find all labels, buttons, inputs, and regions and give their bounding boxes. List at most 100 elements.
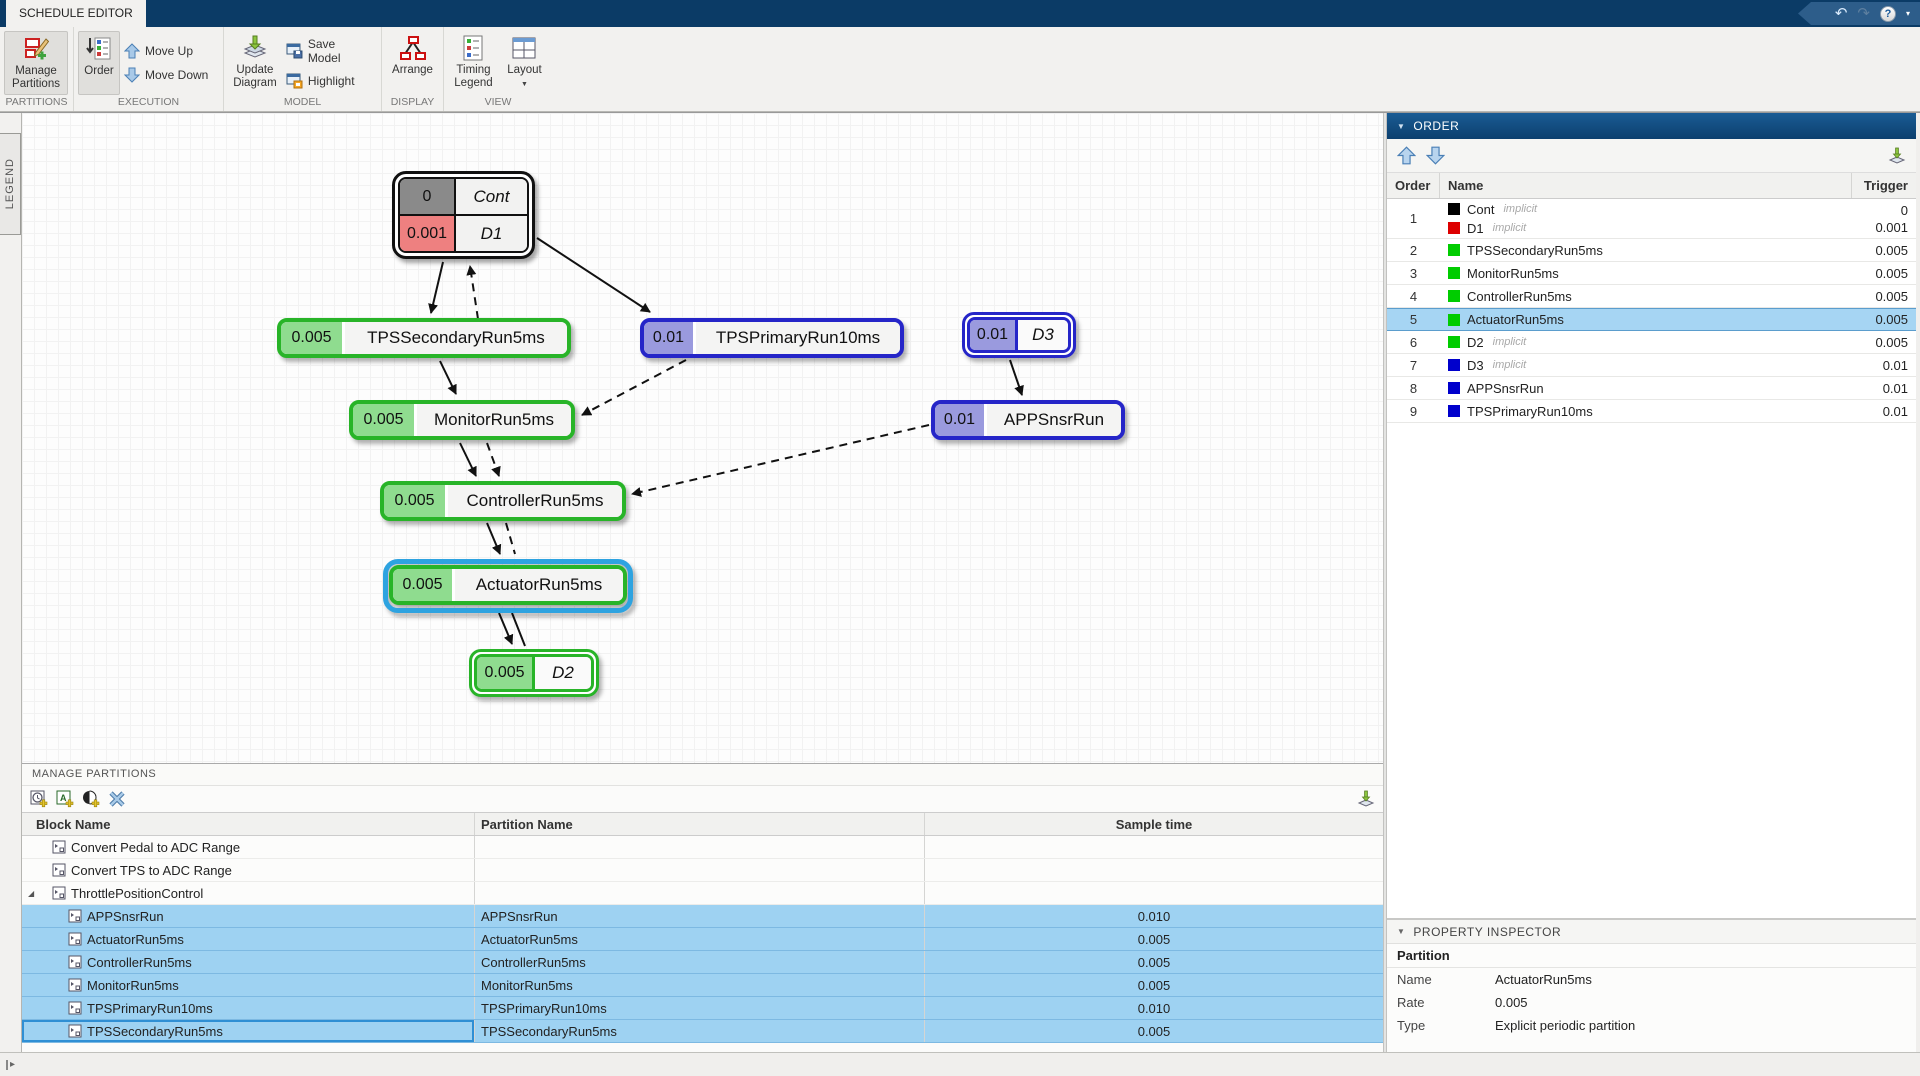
rate-cell: 0.005: [281, 322, 345, 354]
vertical-splitter[interactable]: [1383, 113, 1387, 1052]
partition-block-controllerrun5ms[interactable]: 0.005 ControllerRun5ms: [380, 481, 626, 521]
block-row-controllerrun5ms[interactable]: ControllerRun5ms ControllerRun5ms 0.005: [22, 951, 1383, 974]
partition-block-tpsprimaryrun10ms[interactable]: 0.01 TPSPrimaryRun10ms: [640, 318, 904, 358]
subsystem-icon: [52, 863, 66, 877]
move-down-label: Move Down: [145, 68, 209, 82]
color-swatch: [1448, 405, 1460, 417]
partition-name: D2: [535, 657, 591, 689]
block-name: Convert TPS to ADC Range: [71, 862, 232, 878]
partition-name: APPSnsrRun: [987, 404, 1121, 436]
order-label: Order: [84, 65, 114, 77]
order-row-3[interactable]: 3 MonitorRun5ms 0.005: [1387, 262, 1916, 285]
add-partition-icon[interactable]: [82, 790, 100, 808]
order-number: 6: [1409, 334, 1418, 350]
column-header-name[interactable]: Name: [1440, 173, 1852, 198]
arrange-button[interactable]: Arrange: [386, 31, 439, 95]
subsystem-icon: [68, 978, 82, 992]
color-swatch: [1448, 222, 1460, 234]
partition-block-cont-d1[interactable]: 0 Cont 0.001 D1: [392, 171, 535, 259]
order-row-5-selected[interactable]: 5 ActuatorRun5ms 0.005: [1387, 308, 1916, 331]
partition-name: ActuatorRun5ms: [455, 569, 623, 601]
timing-legend-button[interactable]: Timing Legend: [448, 31, 499, 95]
rate-cell: 0.005: [393, 569, 455, 601]
partition-block-tpssecondaryrun5ms[interactable]: 0.005 TPSSecondaryRun5ms: [277, 318, 571, 358]
manage-partitions-table-header: Block Name Partition Name Sample time: [22, 812, 1383, 836]
partition-block-d3[interactable]: 0.01 D3: [962, 312, 1076, 358]
legend-tab-label: LEGEND: [4, 158, 16, 210]
add-periodic-partition-icon[interactable]: [30, 790, 48, 808]
block-name: ThrottlePositionControl: [71, 885, 204, 901]
collapse-icon[interactable]: ▼: [1397, 121, 1406, 131]
column-header-partition-name[interactable]: Partition Name: [475, 813, 925, 835]
tree-expand-icon[interactable]: ◢: [28, 888, 35, 898]
export-icon[interactable]: [1888, 147, 1906, 165]
block-row-appsnsrrun[interactable]: APPSnsrRun APPSnsrRun 0.010: [22, 905, 1383, 928]
partition-block-d2[interactable]: 0.005 D2: [469, 649, 599, 697]
block-name: APPSnsrRun: [87, 908, 164, 924]
partition-name: ActuatorRun5ms: [1467, 312, 1564, 327]
help-caret-icon[interactable]: ▾: [1905, 9, 1910, 18]
block-row-monitorrun5ms[interactable]: MonitorRun5ms MonitorRun5ms 0.005: [22, 974, 1383, 997]
cont-row: 0 Cont: [400, 179, 527, 216]
order-button[interactable]: Order: [78, 31, 120, 95]
redo-icon[interactable]: ↷: [1857, 5, 1870, 22]
order-number: 7: [1409, 357, 1418, 373]
partition-block-appsnsrrun[interactable]: 0.01 APPSnsrRun: [931, 400, 1125, 440]
trigger-value: 0.005: [1875, 312, 1908, 327]
tab-schedule-editor[interactable]: SCHEDULE EDITOR: [6, 0, 146, 27]
collapse-icon[interactable]: ▼: [1397, 927, 1406, 936]
trigger-value: 0.01: [1882, 403, 1908, 419]
block-row-tpsprimaryrun10ms[interactable]: TPSPrimaryRun10ms TPSPrimaryRun10ms 0.01…: [22, 997, 1383, 1020]
block-row-throttlepositioncontrol[interactable]: ◢ ThrottlePositionControl: [22, 882, 1383, 905]
sample-time-cell: 0.005: [1137, 977, 1171, 993]
property-value[interactable]: ActuatorRun5ms: [1495, 972, 1592, 987]
undo-icon[interactable]: ↶: [1834, 5, 1848, 22]
column-header-order[interactable]: Order: [1387, 173, 1440, 198]
schedule-canvas[interactable]: 0 Cont 0.001 D1 0.005 TPSSecondaryRun5ms: [22, 113, 1383, 763]
help-icon[interactable]: ?: [1879, 5, 1896, 22]
partition-name-cell: APPSnsrRun: [475, 905, 925, 927]
property-value[interactable]: 0.005: [1495, 995, 1528, 1010]
layout-button[interactable]: Layout ▼: [501, 31, 548, 95]
partition-block-actuatorrun5ms[interactable]: 0.005 ActuatorRun5ms: [389, 565, 627, 605]
property-inspector-header[interactable]: ▼ PROPERTY INSPECTOR: [1387, 920, 1916, 944]
add-aperiodic-partition-icon[interactable]: A: [56, 790, 74, 808]
move-up-button[interactable]: Move Up: [122, 41, 214, 61]
d1-row: 0.001 D1: [400, 216, 527, 251]
order-panel-header[interactable]: ▼ ORDER: [1387, 113, 1916, 139]
partition-block-monitorrun5ms[interactable]: 0.005 MonitorRun5ms: [349, 400, 575, 440]
order-table-header: Order Name Trigger: [1387, 173, 1916, 199]
order-row-4[interactable]: 4 ControllerRun5ms 0.005: [1387, 285, 1916, 308]
layout-label: Layout: [507, 64, 542, 76]
order-row-9[interactable]: 9 TPSPrimaryRun10ms 0.01: [1387, 400, 1916, 423]
column-header-sample-time[interactable]: Sample time: [1115, 816, 1193, 832]
highlight-button[interactable]: Highlight: [284, 71, 377, 91]
block-row-actuatorrun5ms[interactable]: ActuatorRun5ms ActuatorRun5ms 0.005: [22, 928, 1383, 951]
ribbon-toolbar: Manage Partitions PARTITIONS Order: [0, 27, 1920, 112]
column-header-block-name[interactable]: Block Name: [22, 813, 475, 835]
update-diagram-button[interactable]: Update Diagram: [228, 31, 282, 95]
order-row-8[interactable]: 8 APPSnsrRun 0.01: [1387, 377, 1916, 400]
legend-tab[interactable]: LEGEND: [0, 133, 21, 235]
block-row-tpssecondaryrun5ms[interactable]: TPSSecondaryRun5ms TPSSecondaryRun5ms 0.…: [22, 1020, 1383, 1043]
move-down-button[interactable]: Move Down: [122, 65, 214, 85]
column-header-trigger[interactable]: Trigger: [1863, 178, 1908, 193]
sample-time-cell: 0.010: [1137, 908, 1171, 924]
manage-partitions-label: Manage Partitions: [12, 65, 60, 90]
save-model-button[interactable]: Save Model: [284, 35, 377, 67]
move-up-icon[interactable]: [1397, 146, 1416, 165]
trigger-value: 0.01: [1882, 380, 1908, 396]
move-down-icon[interactable]: [1426, 146, 1445, 165]
order-row-2[interactable]: 2 TPSSecondaryRun5ms 0.005: [1387, 239, 1916, 262]
order-row-1[interactable]: 1 Cont implicit D1 implicit: [1387, 199, 1916, 239]
manage-partitions-button[interactable]: Manage Partitions: [4, 31, 68, 95]
block-row-convert-tps[interactable]: Convert TPS to ADC Range: [22, 859, 1383, 882]
group-label-execution: EXECUTION: [117, 96, 180, 108]
delete-partition-icon[interactable]: [108, 790, 126, 808]
export-icon[interactable]: [1357, 790, 1375, 808]
expand-console-icon[interactable]: ▸: [6, 1059, 15, 1070]
block-row-convert-pedal[interactable]: Convert Pedal to ADC Range: [22, 836, 1383, 859]
ribbon-group-model: Update Diagram Save Model: [224, 27, 382, 111]
